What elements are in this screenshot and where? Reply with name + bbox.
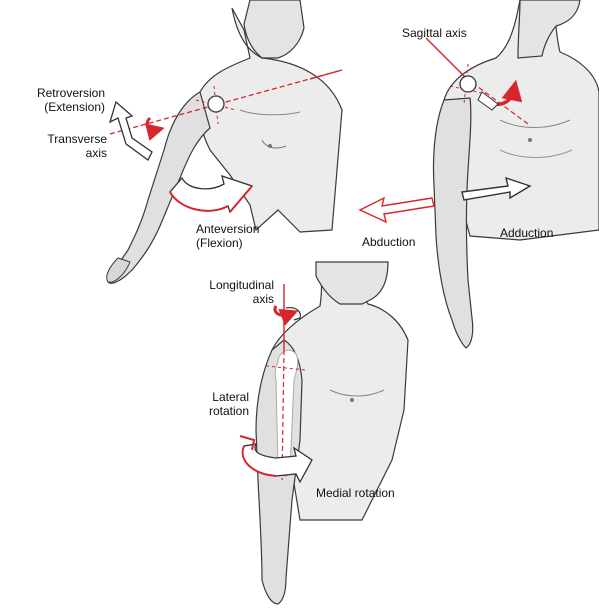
label-abduction: Abduction bbox=[362, 235, 415, 249]
label-medial-rotation: Medial rotation bbox=[316, 486, 395, 500]
label-anteversion: Anteversion (Flexion) bbox=[196, 222, 259, 250]
label-retroversion-line1: Retroversion bbox=[37, 86, 105, 100]
retroversion-arrow bbox=[110, 102, 152, 160]
arm-2 bbox=[433, 98, 472, 348]
label-adduction-text: Adduction bbox=[500, 226, 553, 240]
figure-rotation bbox=[240, 262, 408, 604]
red-rotation-arrow-1 bbox=[147, 118, 156, 130]
label-sagittal-axis-text: Sagittal axis bbox=[402, 26, 467, 40]
label-sagittal-axis: Sagittal axis bbox=[402, 26, 467, 40]
label-retroversion-line2: (Extension) bbox=[37, 100, 105, 114]
label-longitudinal-line1: Longitudinal bbox=[209, 278, 274, 292]
label-anteversion-line1: Anteversion bbox=[196, 222, 259, 236]
label-lateral-line1: Lateral bbox=[209, 390, 249, 404]
label-retroversion: Retroversion (Extension) bbox=[37, 86, 105, 114]
label-longitudinal-axis: Longitudinal axis bbox=[209, 278, 274, 306]
label-medial-rotation-text: Medial rotation bbox=[316, 486, 395, 500]
label-lateral-rotation: Lateral rotation bbox=[209, 390, 249, 418]
abduction-arrow bbox=[360, 198, 434, 222]
label-transverse-line2: axis bbox=[47, 146, 107, 160]
label-lateral-line2: rotation bbox=[209, 404, 249, 418]
label-adduction: Adduction bbox=[500, 226, 553, 240]
label-transverse-line1: Transverse bbox=[47, 132, 107, 146]
label-transverse-axis: Transverse axis bbox=[47, 132, 107, 160]
label-abduction-text: Abduction bbox=[362, 235, 415, 249]
anteversion-arrow bbox=[170, 176, 252, 212]
label-anteversion-line2: (Flexion) bbox=[196, 236, 259, 250]
sagittal-axis-line bbox=[426, 38, 466, 78]
label-longitudinal-line2: axis bbox=[209, 292, 274, 306]
head-neck-1 bbox=[244, 0, 304, 58]
figure-abduction-adduction bbox=[360, 0, 599, 348]
shoulder-joint-2 bbox=[460, 76, 476, 92]
shoulder-joint-1 bbox=[208, 96, 224, 112]
